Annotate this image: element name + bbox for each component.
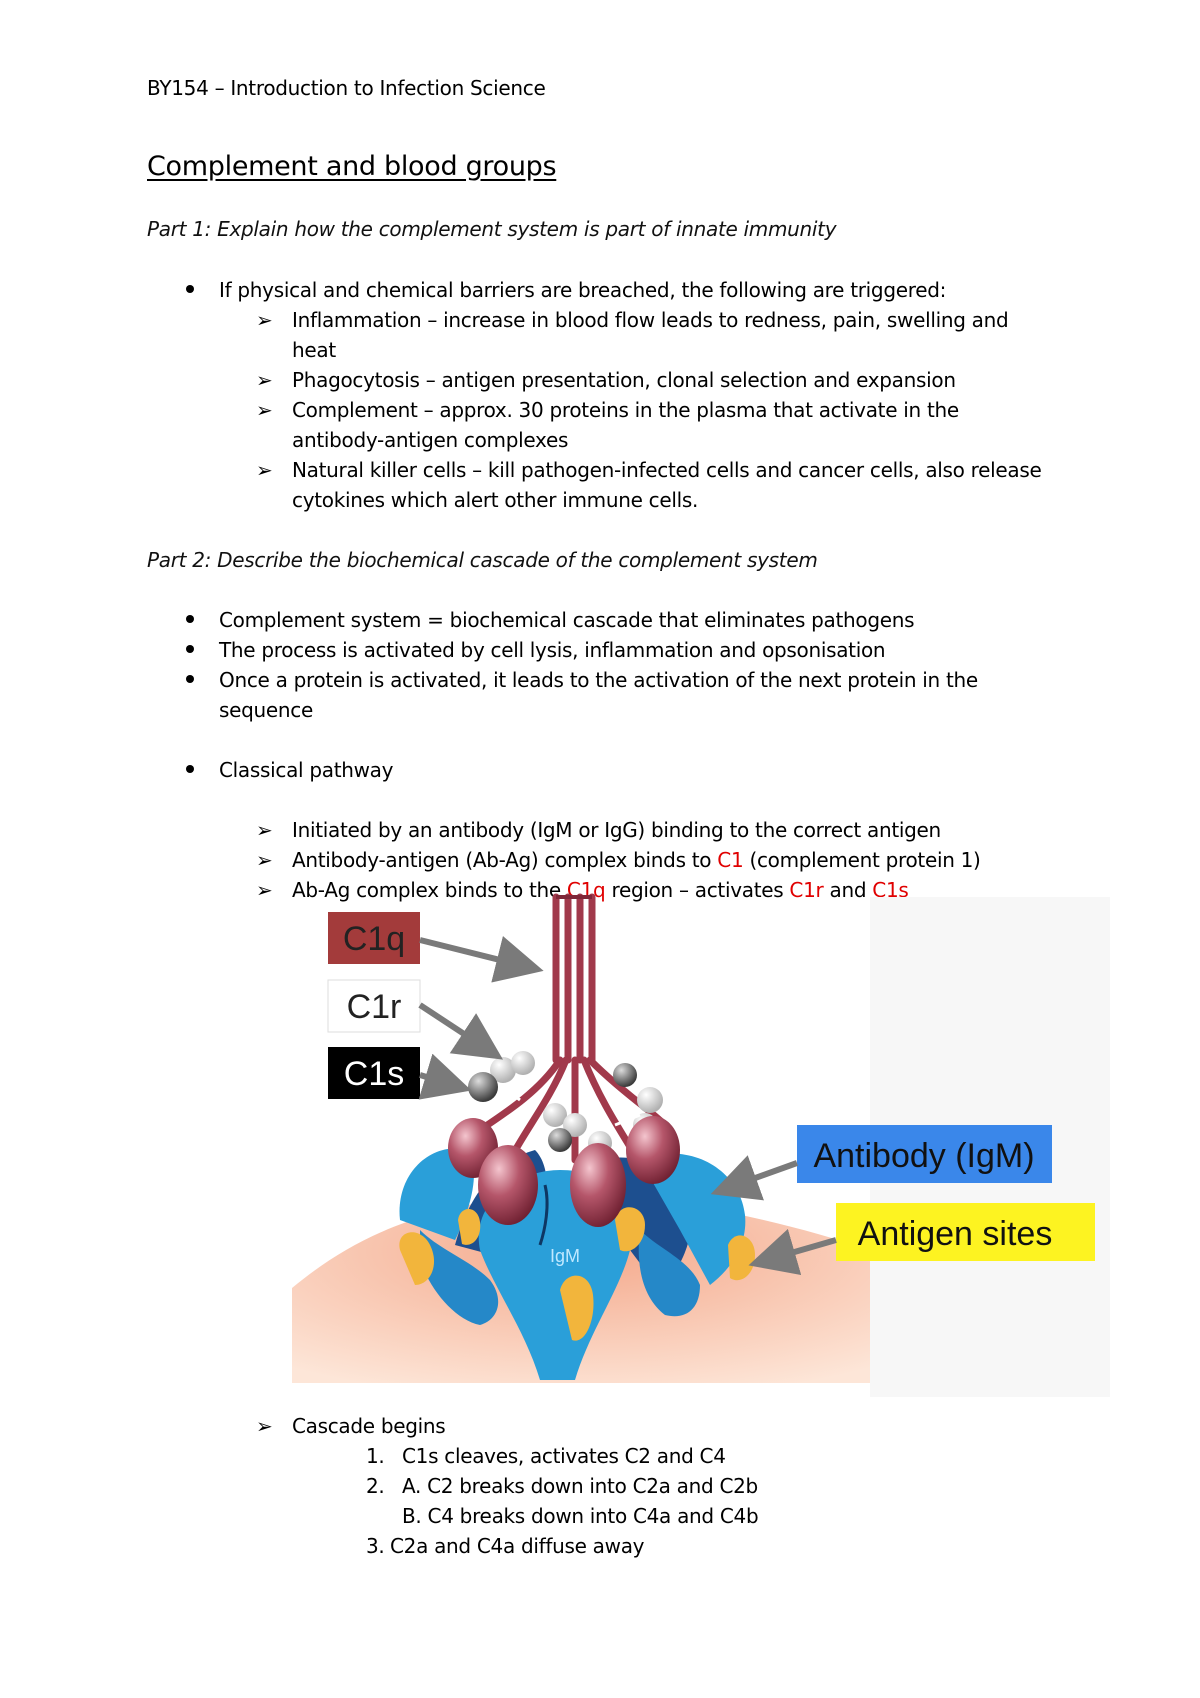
antigen-label-box: [836, 1203, 1095, 1261]
bullet-dot: [186, 765, 194, 773]
cascade-item-2b: B. C4 breaks down into C4a and C4b: [402, 1504, 759, 1528]
cascade-item-1: C1s cleaves, activates C2 and C4: [402, 1444, 726, 1468]
antigen-label: Antigen sites: [858, 1215, 1053, 1253]
arrow-bullet-icon: ➢: [256, 818, 273, 842]
step-initiated: Initiated by an antibody (IgM or IgG) bi…: [292, 818, 941, 842]
bullet-dot: [186, 675, 194, 683]
bullet-dot: [186, 285, 194, 293]
cascade-num-2: 2.: [366, 1474, 385, 1498]
cascade-num-1: 1.: [366, 1444, 385, 1468]
arrow-bullet-icon: ➢: [256, 1414, 273, 1438]
part2-bullet-3-line2: sequence: [219, 698, 313, 722]
cascade-heading: Cascade begins: [292, 1414, 446, 1438]
course-header: BY154 – Introduction to Infection Scienc…: [147, 76, 546, 100]
part1-item-1-line1: Inflammation – increase in blood flow le…: [292, 308, 1009, 332]
part1-item-2: Phagocytosis – antigen presentation, clo…: [292, 368, 956, 392]
text-segment: Antibody-antigen (Ab-Ag) complex binds t…: [292, 848, 718, 872]
antibody-label-box: [797, 1125, 1052, 1183]
part1-item-3-line2: antibody-antigen complexes: [292, 428, 569, 452]
part1-heading: Part 1: Explain how the complement syste…: [147, 217, 837, 241]
arrow-bullet-icon: ➢: [256, 458, 273, 482]
c1q-label: C1q: [343, 920, 405, 958]
c1-highlight: C1: [717, 848, 744, 872]
part2-bullet-3-line1: Once a protein is activated, it leads to…: [219, 668, 978, 692]
part1-item-1-line2: heat: [292, 338, 336, 362]
arrow-bullet-icon: ➢: [256, 398, 273, 422]
arrow-bullet-icon: ➢: [256, 308, 273, 332]
c1r-label-box: [327, 979, 421, 1033]
part1-item-4-line1: Natural killer cells – kill pathogen-inf…: [292, 458, 1042, 482]
antigen-sites: [399, 1207, 755, 1341]
part1-bullet: If physical and chemical barriers are br…: [219, 278, 947, 302]
cascade-num-3: 3.: [366, 1534, 385, 1558]
text-segment: Ab-Ag complex binds to the: [292, 878, 567, 902]
page-title: Complement and blood groups: [147, 151, 557, 182]
antibody-label: Antibody (IgM): [813, 1137, 1034, 1175]
c1r-label: C1r: [347, 988, 402, 1026]
part2-heading: Part 2: Describe the biochemical cascade…: [147, 548, 818, 572]
arrow-bullet-icon: ➢: [256, 878, 273, 902]
text-segment: region – activates: [605, 878, 790, 902]
part1-item-4-line2: cytokines which alert other immune cells…: [292, 488, 699, 512]
igm-label: IgM: [550, 1246, 580, 1266]
c1s-label-box: [328, 1047, 420, 1099]
part1-item-3-line1: Complement – approx. 30 proteins in the …: [292, 398, 959, 422]
part2-bullet-1: Complement system = biochemical cascade …: [219, 608, 915, 632]
part2-bullet-2: The process is activated by cell lysis, …: [219, 638, 886, 662]
arrow-bullet-icon: ➢: [256, 368, 273, 392]
c1s-label: C1s: [344, 1055, 404, 1093]
bullet-dot: [186, 615, 194, 623]
cascade-item-2a: A. C2 breaks down into C2a and C2b: [402, 1474, 758, 1498]
arrow-bullet-icon: ➢: [256, 848, 273, 872]
c1q-globular-heads: [448, 1116, 680, 1227]
classical-pathway: Classical pathway: [219, 758, 394, 782]
step-binds-c1q: Ab-Ag complex binds to the C1q region – …: [292, 876, 909, 904]
c1r-highlight: C1r: [789, 878, 824, 902]
pointer-arrows: [418, 935, 837, 1276]
text-segment: and: [823, 878, 873, 902]
text-segment: (complement protein 1): [743, 848, 981, 872]
c1q-label-box: [328, 912, 420, 964]
step-binds-c1: Antibody-antigen (Ab-Ag) complex binds t…: [292, 846, 981, 874]
bullet-dot: [186, 645, 194, 653]
cascade-item-3: C2a and C4a diffuse away: [390, 1534, 645, 1558]
